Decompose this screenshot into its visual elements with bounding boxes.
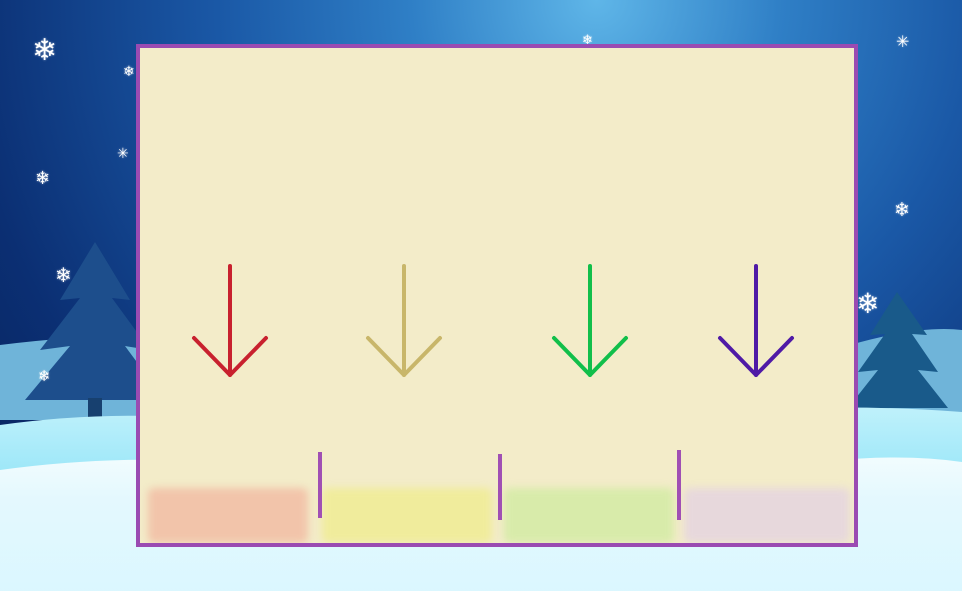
lane-divider (498, 454, 502, 520)
snowflake-icon: ❄ (894, 199, 910, 221)
snowflake-icon: ✳ (896, 32, 910, 51)
purple-lane-target-zone[interactable] (684, 488, 850, 543)
snowflake-icon: ❄ (38, 367, 51, 385)
pine-tree-left-icon (25, 242, 165, 418)
lane-divider (677, 450, 681, 520)
red-lane-arrow-down-icon (192, 264, 268, 377)
snowflake-icon: ❄ (856, 287, 880, 320)
green-lane-target-zone[interactable] (504, 488, 674, 543)
green-lane-arrow-down-icon (552, 264, 628, 377)
tan-lane-target-zone[interactable] (322, 488, 492, 543)
snowflake-icon: ❄ (582, 33, 593, 48)
snowflake-icon: ❄ (55, 263, 72, 287)
pine-tree-right-icon (848, 292, 948, 408)
tan-lane-arrow-down-icon (366, 264, 442, 377)
purple-lane-arrow-down-icon (718, 264, 794, 377)
snowflake-icon: ❄ (123, 64, 135, 80)
lane-divider (318, 452, 322, 518)
game-board (136, 44, 858, 547)
snowflake-icon: ❄ (32, 33, 58, 68)
red-lane-target-zone[interactable] (148, 488, 308, 543)
arrow-layer (192, 264, 794, 377)
snowflake-icon: ❄ (35, 168, 51, 189)
snowflake-icon: ✳ (117, 146, 129, 162)
